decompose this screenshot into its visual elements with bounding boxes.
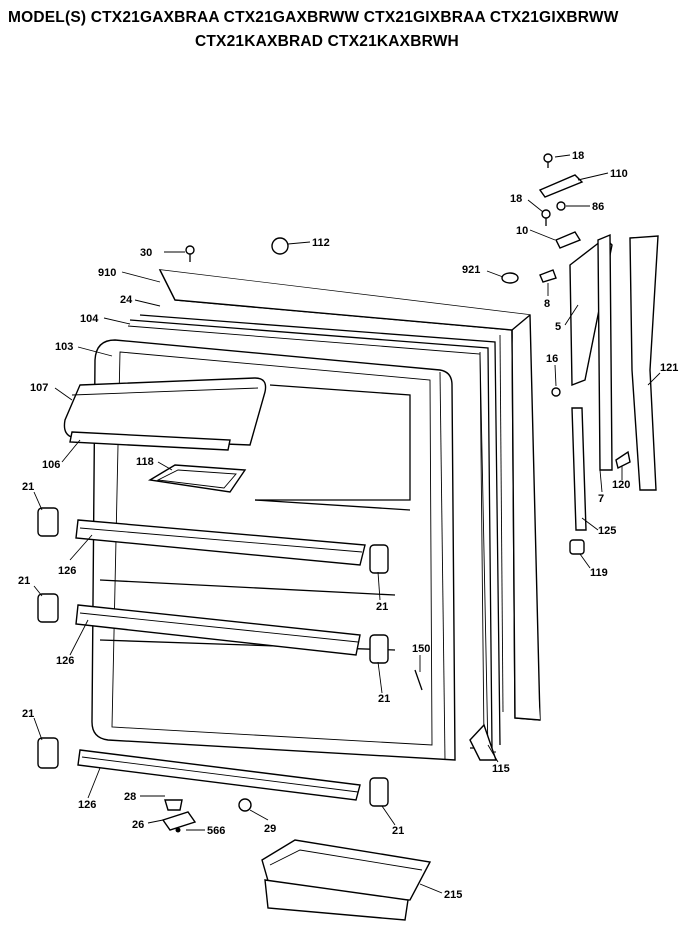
callout-921: 921 bbox=[462, 264, 480, 276]
callout-8: 8 bbox=[544, 298, 550, 310]
callout-119: 119 bbox=[590, 567, 608, 579]
bar-end-caps bbox=[37, 507, 389, 807]
callout-29: 29 bbox=[264, 823, 276, 835]
model-list-line2: CTX21KAXBRAD CTX21KAXBRWH bbox=[195, 33, 459, 50]
shelf-bar-middle bbox=[75, 604, 361, 656]
outer-door-panel bbox=[158, 269, 541, 721]
leader-lines bbox=[33, 154, 661, 894]
door-bin bbox=[261, 839, 432, 921]
callout-30: 30 bbox=[140, 247, 152, 259]
callout-21e: 21 bbox=[22, 708, 34, 720]
callout-121: 121 bbox=[660, 362, 678, 374]
callout-150: 150 bbox=[412, 643, 430, 655]
callout-21b: 21 bbox=[18, 575, 30, 587]
callout-10: 10 bbox=[516, 225, 528, 237]
callout-labels: 18 110 18 86 10 30 112 921 8 910 24 5 10… bbox=[18, 150, 678, 901]
callout-18b: 18 bbox=[510, 193, 522, 205]
callout-126c: 126 bbox=[78, 799, 96, 811]
callout-215: 215 bbox=[444, 889, 462, 901]
dispenser-cover bbox=[63, 377, 267, 451]
callout-110: 110 bbox=[610, 168, 628, 180]
callout-125: 125 bbox=[598, 525, 616, 537]
callout-21a: 21 bbox=[22, 481, 34, 493]
callout-112: 112 bbox=[312, 237, 330, 249]
small-hardware bbox=[161, 153, 631, 833]
callout-24: 24 bbox=[120, 294, 133, 306]
callout-26: 26 bbox=[132, 819, 144, 831]
callout-103: 103 bbox=[55, 341, 73, 353]
shelf-bar-top bbox=[75, 519, 366, 566]
callout-21d: 21 bbox=[378, 693, 390, 705]
callout-7: 7 bbox=[598, 493, 604, 505]
callout-106: 106 bbox=[42, 459, 60, 471]
callout-21c: 21 bbox=[376, 601, 388, 613]
model-list-line1: MODEL(S) CTX21GAXBRAA CTX21GAXBRWW CTX21… bbox=[8, 9, 619, 26]
callout-86: 86 bbox=[592, 201, 604, 213]
callout-566: 566 bbox=[207, 825, 225, 837]
shelf-bar-bottom bbox=[77, 749, 361, 801]
hinge-assembly bbox=[569, 233, 659, 531]
callout-107: 107 bbox=[30, 382, 48, 394]
tray bbox=[147, 464, 247, 493]
callout-28: 28 bbox=[124, 791, 136, 803]
callout-104: 104 bbox=[80, 313, 99, 325]
callout-126a: 126 bbox=[58, 565, 76, 577]
callout-115: 115 bbox=[492, 763, 510, 775]
callout-118: 118 bbox=[136, 456, 154, 468]
door-gasket bbox=[127, 314, 501, 761]
callout-120: 120 bbox=[612, 479, 630, 491]
callout-21f: 21 bbox=[392, 825, 404, 837]
callout-126b: 126 bbox=[56, 655, 74, 667]
callout-18: 18 bbox=[572, 150, 584, 162]
callout-910: 910 bbox=[98, 267, 116, 279]
callout-16: 16 bbox=[546, 353, 558, 365]
callout-5: 5 bbox=[555, 321, 561, 333]
